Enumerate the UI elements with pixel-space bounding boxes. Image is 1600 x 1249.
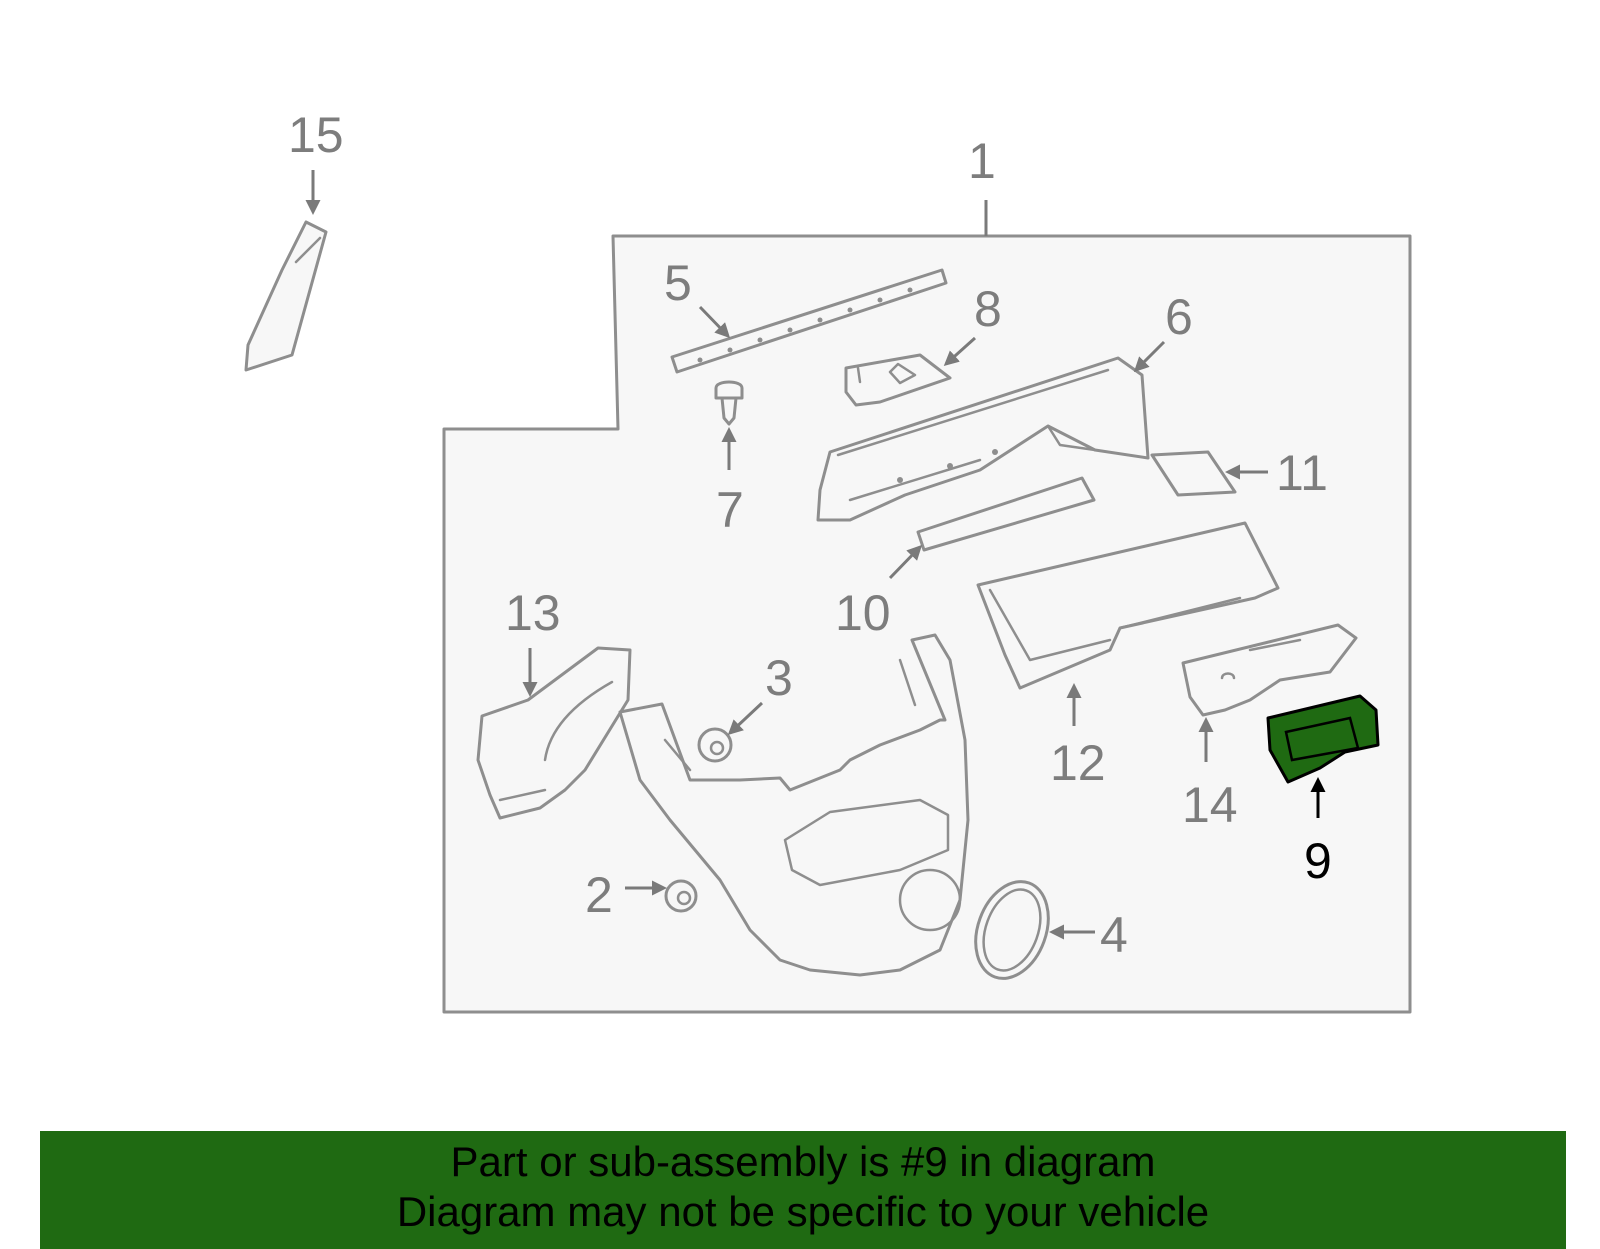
callout-6: 6 — [1165, 289, 1193, 345]
info-banner: Part or sub-assembly is #9 in diagram Di… — [40, 1131, 1566, 1249]
part-4-speaker-grille[interactable] — [963, 871, 1095, 988]
part-12-armrest[interactable] — [976, 521, 1280, 726]
banner-line-1: Part or sub-assembly is #9 in diagram — [450, 1138, 1156, 1185]
callout-1: 1 — [968, 133, 996, 189]
part-13-trim-bracket[interactable] — [476, 646, 632, 820]
part-2-push-pin[interactable] — [625, 879, 698, 913]
part-15-pillar-trim[interactable] — [244, 170, 328, 372]
part-14-switch-bezel[interactable] — [1181, 623, 1358, 762]
part-9-switch-housing[interactable] — [1266, 694, 1380, 818]
callout-8: 8 — [974, 281, 1002, 337]
callout-2: 2 — [585, 867, 613, 923]
callout-14: 14 — [1182, 777, 1238, 833]
part-10-applique[interactable] — [888, 476, 1096, 580]
part-11-cover[interactable] — [1150, 450, 1268, 497]
callout-4: 4 — [1100, 907, 1128, 963]
parts-diagram: 1 2 3 4 5 6 7 8 9 10 11 12 13 14 15 — [244, 107, 1412, 1014]
part-5-molding-strip[interactable] — [670, 268, 948, 374]
callout-10: 10 — [835, 585, 891, 641]
part-6-upper-trim[interactable] — [816, 340, 1166, 522]
callout-11: 11 — [1276, 445, 1328, 501]
callout-13: 13 — [505, 585, 561, 641]
part-3-fastener[interactable] — [697, 701, 764, 763]
part-7-clip[interactable] — [714, 380, 744, 470]
callout-12: 12 — [1050, 735, 1106, 791]
callout-3: 3 — [765, 650, 793, 706]
callout-15: 15 — [288, 107, 344, 163]
part-8-bracket[interactable] — [844, 336, 977, 407]
banner-line-2: Diagram may not be specific to your vehi… — [396, 1188, 1210, 1235]
door-trim-panel — [618, 633, 970, 977]
callout-9: 9 — [1304, 833, 1332, 889]
callout-5: 5 — [664, 255, 692, 311]
callout-7: 7 — [716, 482, 744, 538]
